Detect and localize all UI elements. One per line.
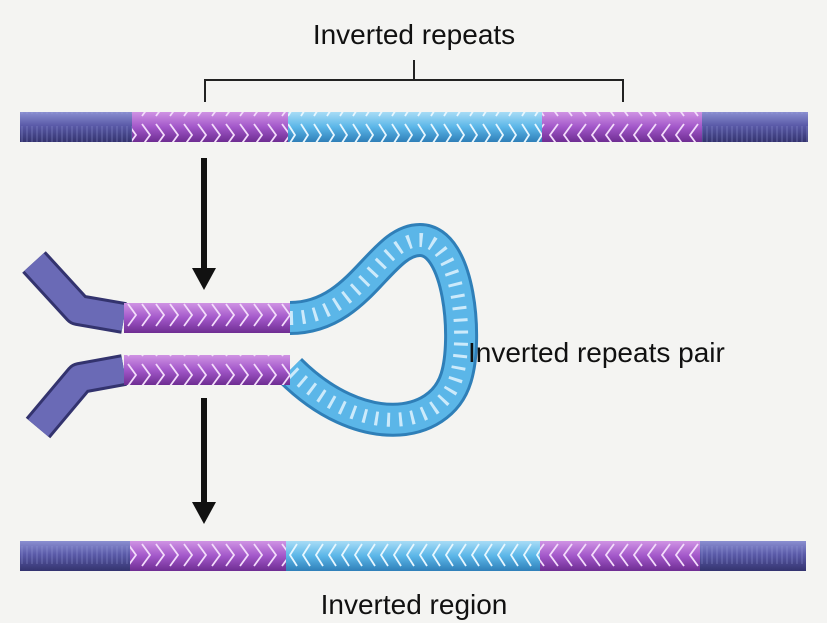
dna-strand-inverted (20, 541, 806, 571)
label-inverted-region: Inverted region (321, 589, 508, 620)
label-inverted-repeats-pair: Inverted repeats pair (468, 337, 725, 368)
dna-hairpin (34, 240, 461, 428)
arrow-down-1-head (192, 268, 216, 290)
dna-strand-original (20, 112, 808, 142)
repeats-bracket (205, 60, 623, 102)
arrow-down-2-head (192, 502, 216, 524)
label-inverted-repeats: Inverted repeats (313, 19, 515, 50)
